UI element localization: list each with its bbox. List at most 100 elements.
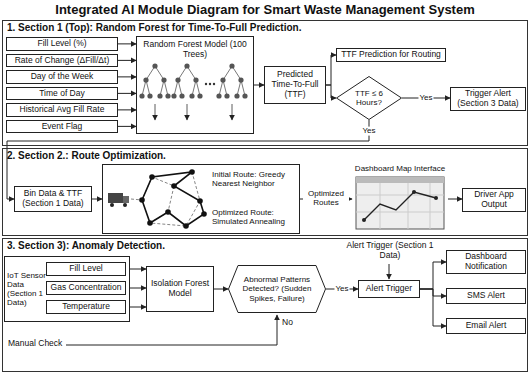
truck-body xyxy=(108,193,123,203)
process-box: Temperature xyxy=(46,300,126,314)
bin-dot xyxy=(201,211,207,217)
section-band: 2. Section 2.: Route Optimization. Bin Da… xyxy=(2,148,528,236)
decision-hexagon: Abnormal Patterns Detected? (Sudden Spik… xyxy=(228,265,326,313)
truck-wheel xyxy=(123,203,127,207)
process-box: SMS Alert xyxy=(446,288,526,304)
node-text: 3. Section 3): Anomaly Detection. xyxy=(7,240,165,252)
node-text: Email Alert xyxy=(466,321,507,331)
tree-node xyxy=(179,93,184,98)
node-text: Gas Concentration xyxy=(51,283,122,293)
truck-wheel xyxy=(110,203,114,207)
truck-cab xyxy=(123,196,129,203)
process-box: Alert Trigger xyxy=(358,280,420,298)
process-box: Predicted Time-To-Full (TTF) xyxy=(264,66,326,104)
node-text: Optimized Route: Simulated Annealing xyxy=(211,207,299,227)
connector xyxy=(92,199,102,200)
diagram-title: Integrated AI Module Diagram for Smart W… xyxy=(0,2,530,17)
ellipsis-dot xyxy=(213,83,215,85)
connector xyxy=(448,199,462,200)
bin-dot xyxy=(149,174,155,180)
tree-output xyxy=(155,104,156,120)
connector xyxy=(420,262,446,289)
bin-dots xyxy=(139,169,207,229)
node-text: Random Forest Model (100 Trees) xyxy=(140,40,250,60)
connector xyxy=(326,85,336,98)
connector xyxy=(118,43,136,44)
connector xyxy=(118,60,136,61)
map-frame xyxy=(356,177,444,229)
tree-output xyxy=(232,104,233,120)
map-header xyxy=(356,177,444,183)
node-text: Time of Day xyxy=(39,89,85,99)
map-route xyxy=(364,192,436,220)
tree-node xyxy=(189,93,194,98)
shape-outline xyxy=(337,77,402,120)
tree-node xyxy=(229,63,234,68)
node-text: SMS Alert xyxy=(467,291,505,301)
node-text: Abnormal Patterns Detected? (Sudden Spik… xyxy=(238,275,316,303)
bin-dot xyxy=(171,183,177,189)
node-text: Dashboard Map Interface xyxy=(355,164,445,173)
process-box: Isolation Forest Model xyxy=(146,266,214,312)
tree-node xyxy=(139,93,144,98)
route-panel: Initial Route: Greedy Nearest NeighborOp… xyxy=(102,164,300,234)
note-label: No xyxy=(282,318,293,328)
tree-node xyxy=(224,93,229,98)
node-text: TTF Prediction for Routing xyxy=(341,50,441,60)
connector xyxy=(118,93,136,94)
alert-input-line xyxy=(389,264,390,279)
node-text: Predicted Time-To-Full (TTF) xyxy=(268,70,322,99)
process-box: Fill Level (%) xyxy=(6,37,118,51)
bin-dot xyxy=(189,169,195,175)
node-text: Initial Route: Greedy Nearest Neighbor xyxy=(211,169,299,189)
process-box: Driver App Output xyxy=(462,188,526,212)
tree-node xyxy=(147,93,152,98)
bin-dot xyxy=(197,198,203,204)
tree-icons xyxy=(139,63,247,120)
ellipsis-dot xyxy=(205,83,207,85)
initial-route-line xyxy=(131,172,200,226)
bin-dot xyxy=(139,197,145,203)
node-text: IoT Sensor Data (Section 1 Data) xyxy=(7,257,47,321)
tree-node xyxy=(143,77,148,82)
tree-node xyxy=(165,93,170,98)
process-box: Fill Level xyxy=(46,262,126,276)
sensor-group: IoT Sensor Data (Section 1 Data) Fill Lev… xyxy=(4,256,130,322)
shape-outline xyxy=(229,266,326,313)
node-text: Day of the Week xyxy=(31,72,94,82)
tree-node xyxy=(216,93,221,98)
ellipsis-dot xyxy=(209,83,211,85)
node-text: 1. Section 1 (Top): Random Forest for Ti… xyxy=(7,22,301,34)
node-text: Fill Level xyxy=(69,264,103,274)
node-text: Bin Data & TTF (Section 1 Data) xyxy=(18,189,88,209)
optimized-route-line xyxy=(142,172,204,226)
process-box: Dashboard Notification xyxy=(446,250,526,274)
map-grid xyxy=(356,183,444,229)
connector xyxy=(214,289,228,290)
process-box: Bin Data & TTF (Section 1 Data) xyxy=(14,186,92,212)
tree-node xyxy=(193,77,198,82)
node-text: Historical Avg Fill Rate xyxy=(20,105,105,115)
node-text: Dashboard Notification xyxy=(450,252,522,272)
map-dot xyxy=(362,218,366,222)
node-text: Alert Trigger xyxy=(366,284,412,294)
edge-label: Yes xyxy=(334,285,349,294)
tree-node xyxy=(184,63,189,68)
connector xyxy=(420,289,446,326)
node-text: 2. Section 2.: Route Optimization. xyxy=(7,150,166,162)
tree-output xyxy=(187,104,188,120)
node-text: Driver App Output xyxy=(466,190,522,210)
connector xyxy=(254,85,264,86)
tree-node xyxy=(220,77,225,82)
map-picture xyxy=(356,177,444,229)
tree-node xyxy=(242,93,247,98)
map-dot xyxy=(434,196,438,200)
connector xyxy=(118,126,136,127)
decision-diamond: TTF ≤ 6 Hours? xyxy=(336,76,402,120)
tree-node xyxy=(161,77,166,82)
process-box: Gas Concentration xyxy=(46,281,126,295)
bin-dot xyxy=(147,220,153,226)
connector xyxy=(118,76,136,77)
tree-node xyxy=(234,93,239,98)
